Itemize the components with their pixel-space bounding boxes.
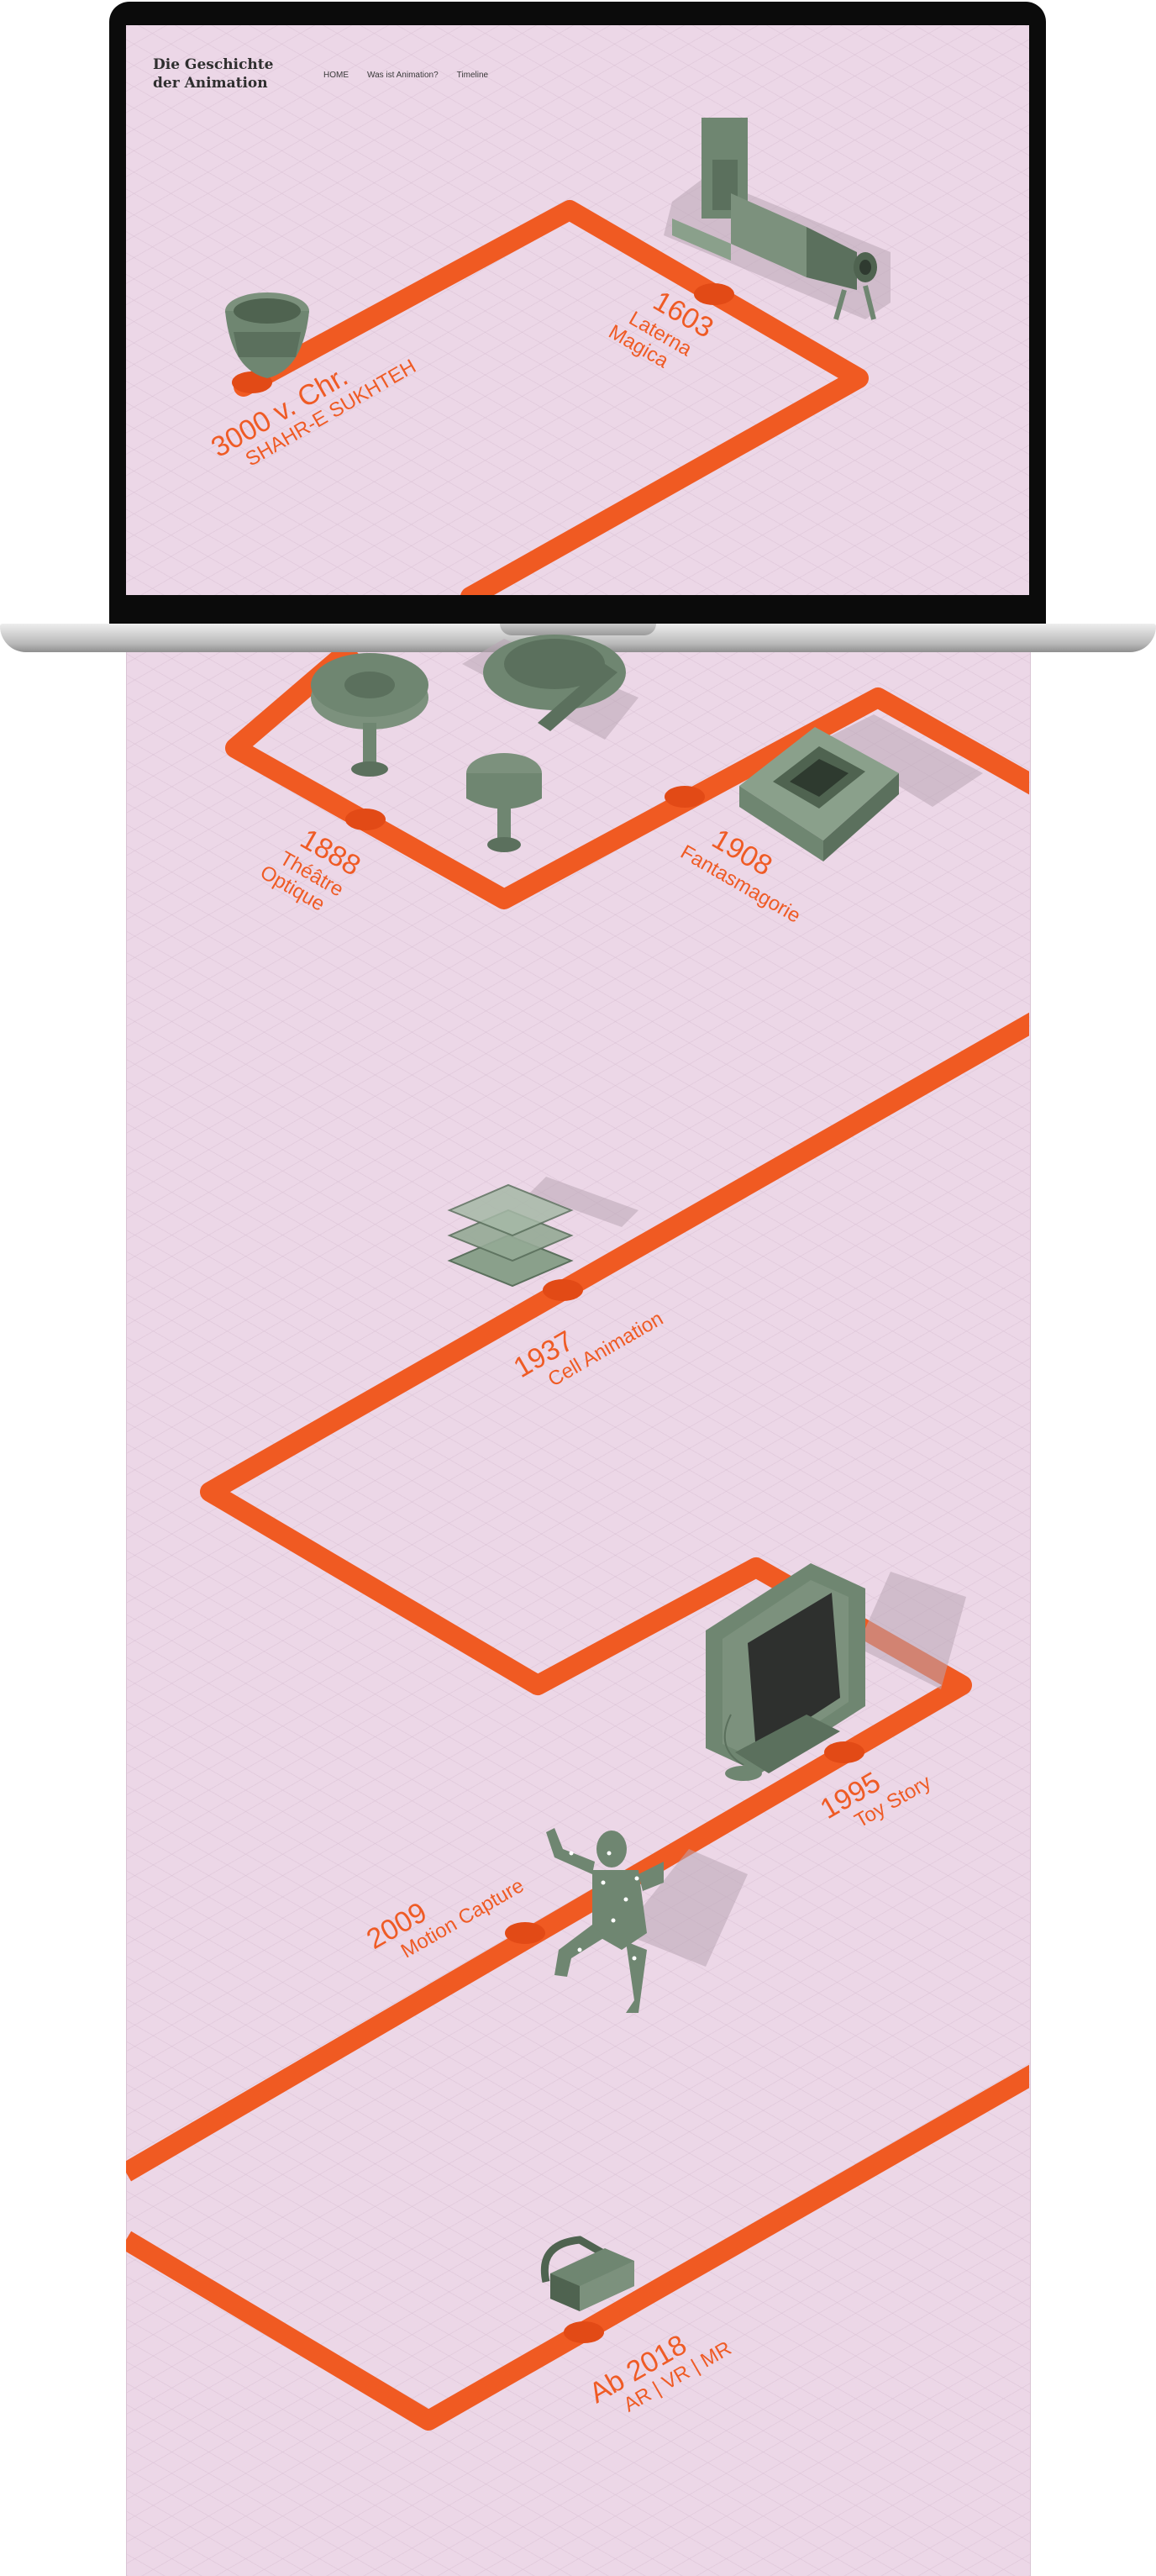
track-nodes [232, 283, 864, 2343]
site-logo[interactable]: Die Geschichte der Animation [153, 55, 273, 92]
logo-line-1: Die Geschichte [153, 56, 274, 73]
node-1937 [543, 1279, 583, 1301]
node-1888 [345, 809, 386, 830]
motion-capture-figure-icon [546, 1828, 748, 2013]
node-1603 [694, 283, 734, 305]
node-1995 [824, 1741, 864, 1763]
main-nav: HOME Was ist Animation? Timeline [323, 71, 488, 80]
cell-layers-icon [447, 1177, 638, 1288]
nav-was-ist-animation[interactable]: Was ist Animation? [367, 71, 439, 80]
node-2018 [564, 2321, 604, 2343]
fantasmagorie-screen-icon [739, 714, 983, 861]
film-reel-icon [311, 635, 638, 852]
clay-bowl-icon [225, 292, 309, 378]
node-3000 [232, 371, 272, 393]
event-1888: 1888 Théâtre Optique [256, 823, 366, 916]
vr-headset-icon [540, 2236, 634, 2311]
node-2009 [505, 1922, 545, 1944]
track-lower [126, 652, 1029, 2431]
nav-timeline[interactable]: Timeline [456, 71, 489, 80]
computer-monitor-icon [706, 1563, 966, 1781]
logo-line-2: der Animation [153, 75, 268, 92]
laterna-magica-icon [664, 118, 891, 320]
laptop-notch [500, 624, 656, 635]
nav-home[interactable]: HOME [323, 71, 349, 80]
node-1908 [665, 786, 705, 808]
